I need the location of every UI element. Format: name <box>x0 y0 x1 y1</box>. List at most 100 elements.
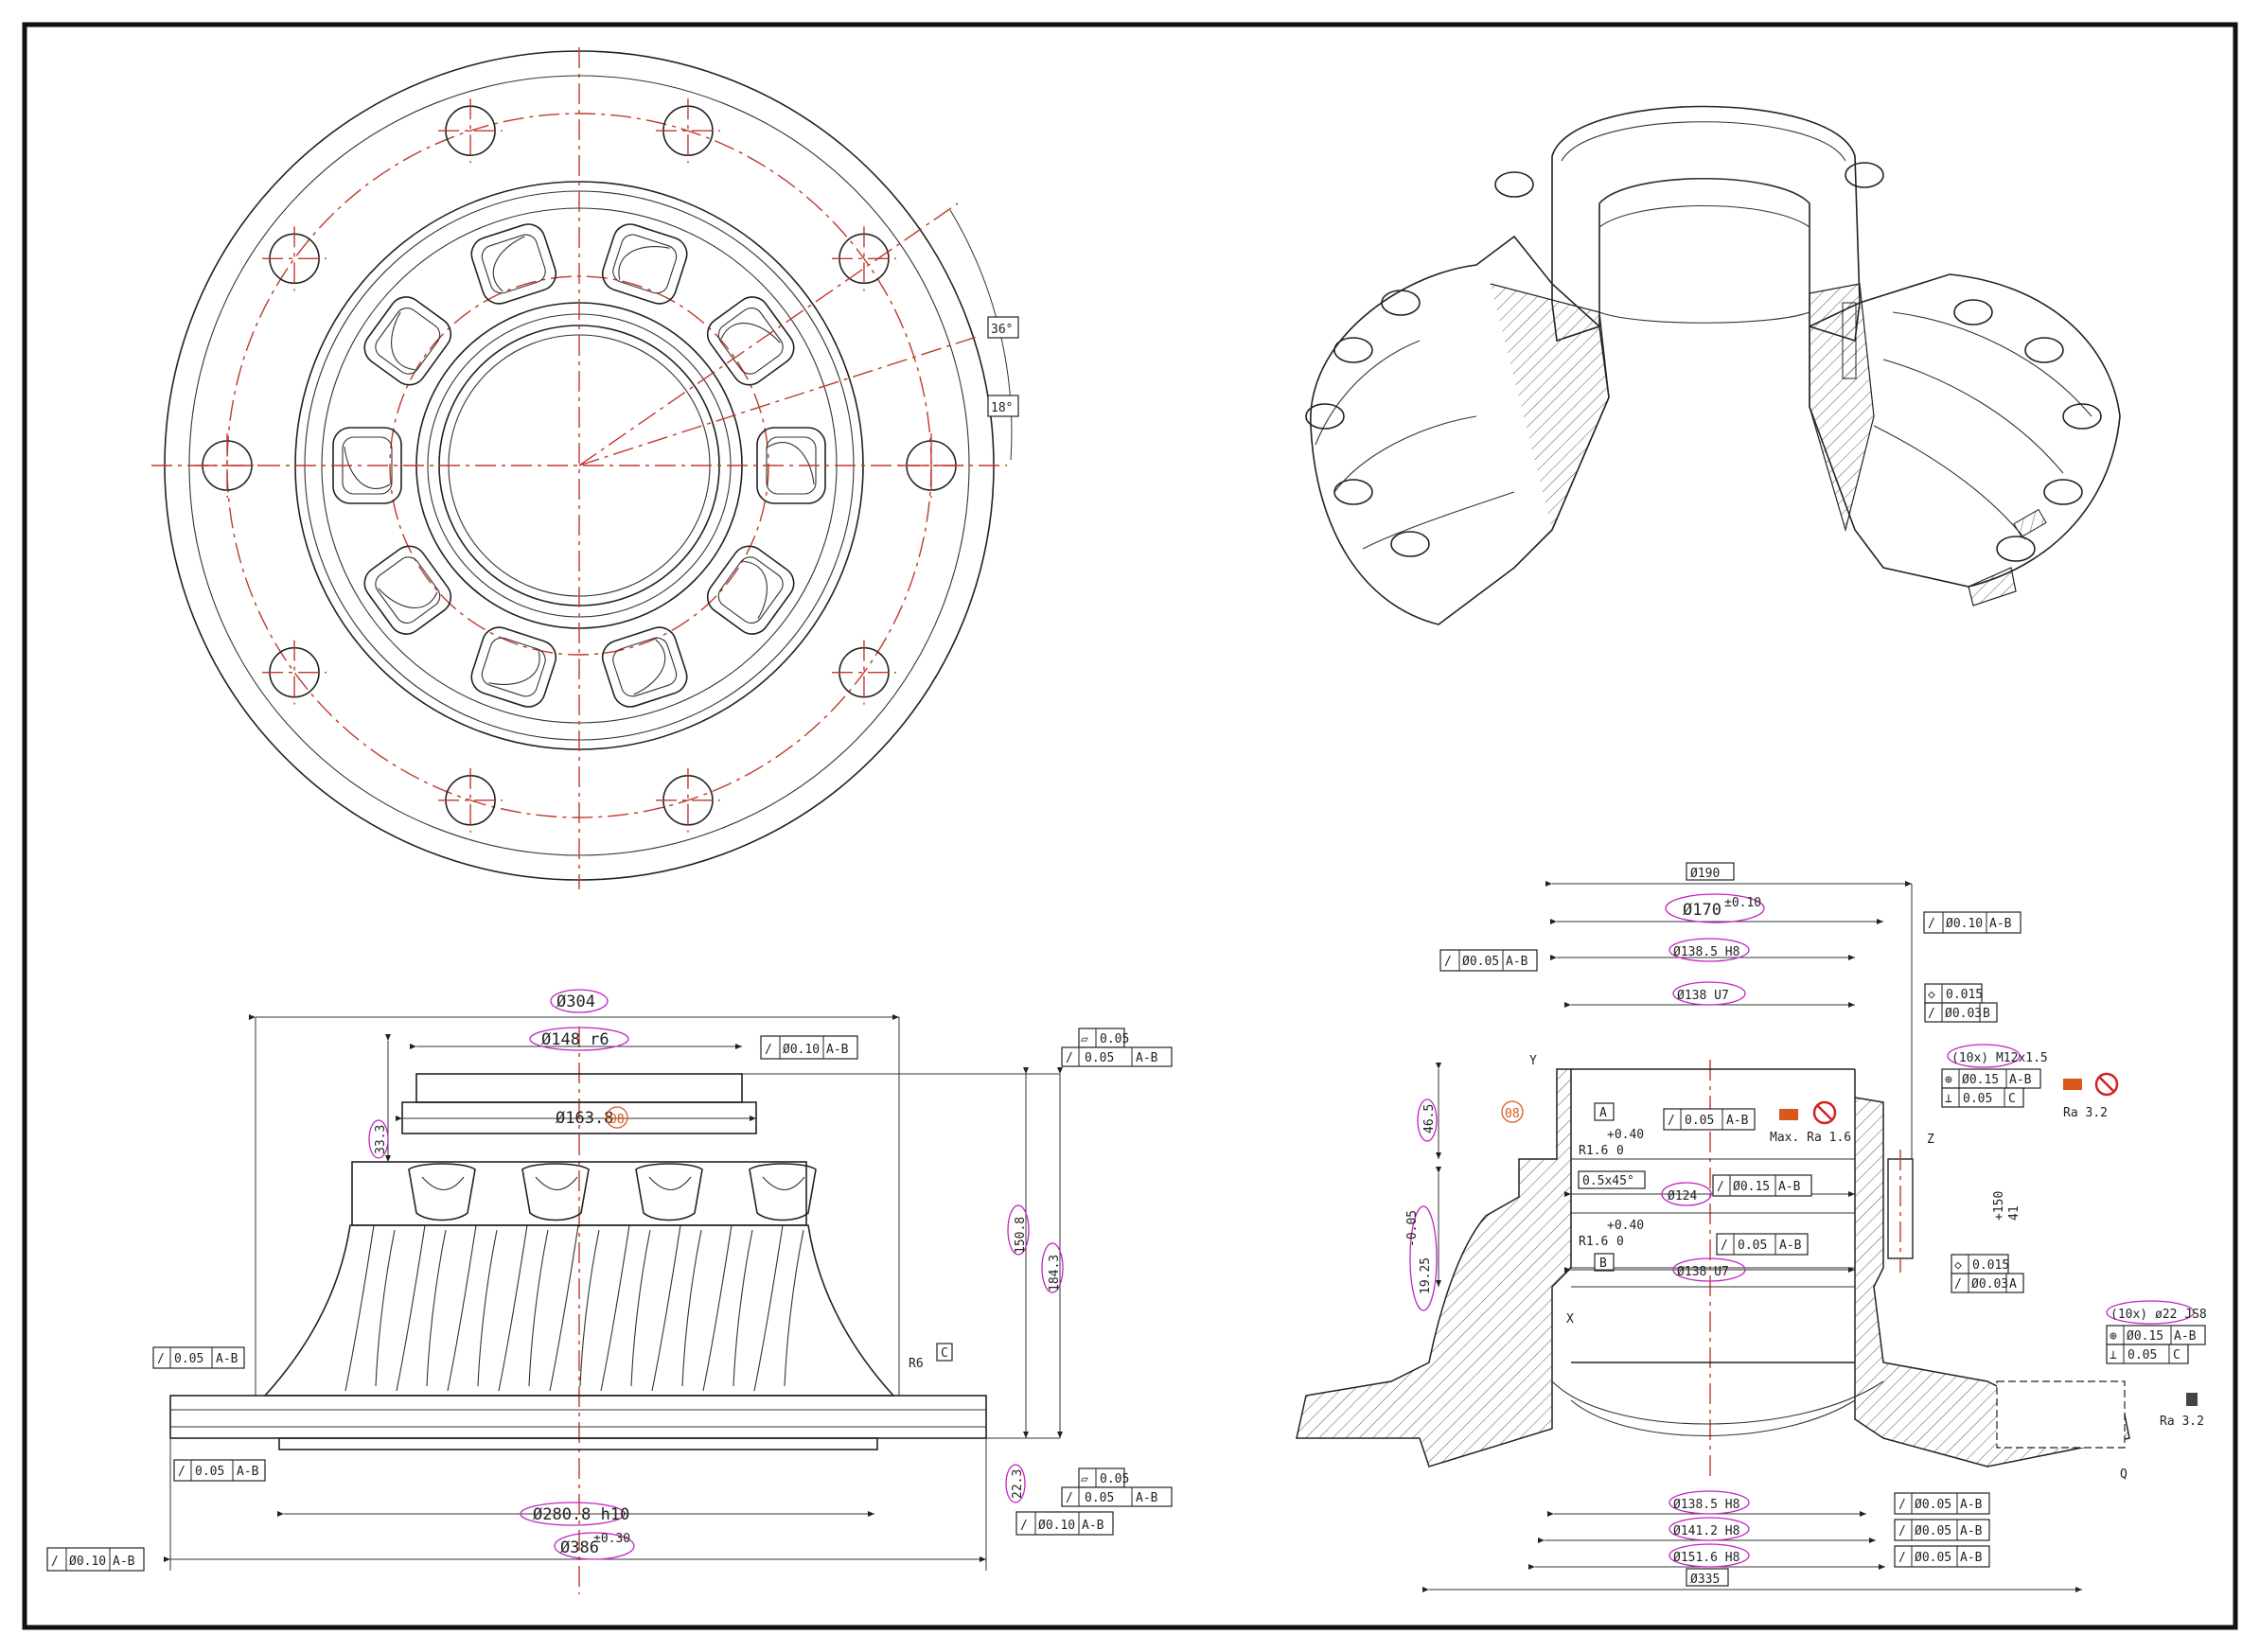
svg-text:0.05: 0.05 <box>1738 1239 1767 1253</box>
svg-text:/: / <box>157 1352 165 1366</box>
window-pocket <box>363 545 452 635</box>
radius-r6: R6 <box>909 1357 924 1371</box>
dim-h1925: 19.25 <box>1419 1257 1433 1294</box>
svg-text:Ø0.05: Ø0.05 <box>1915 1551 1951 1565</box>
dim-b335: Ø335 <box>1690 1573 1720 1587</box>
svg-text:⊥: ⊥ <box>2110 1348 2117 1362</box>
svg-text:Ø0.05: Ø0.05 <box>1462 955 1499 969</box>
svg-text:B: B <box>1983 1007 1990 1021</box>
svg-text:/: / <box>1898 1551 1906 1565</box>
window-pocket <box>363 296 452 386</box>
svg-text:Ø0.10: Ø0.10 <box>1946 917 1983 931</box>
svg-text:A-B: A-B <box>1082 1519 1104 1533</box>
svg-text:0.05: 0.05 <box>1685 1114 1714 1128</box>
top-journal <box>415 1073 743 1103</box>
svg-text:A-B: A-B <box>826 1043 849 1057</box>
iso-bolt-hole <box>2024 337 2064 363</box>
fcf-top: / Ø0.10 A-B <box>760 1035 858 1060</box>
svg-text:/: / <box>1928 1007 1935 1021</box>
dim-d163: Ø163.8 <box>556 1109 613 1128</box>
svg-text:◇: ◇ <box>1954 1258 1962 1273</box>
svg-text:A-B: A-B <box>237 1465 259 1479</box>
fcf-run2: / Ø0.03 A <box>1951 1273 2024 1293</box>
svg-text:Ø0.03: Ø0.03 <box>1971 1277 2008 1292</box>
svg-text:A-B: A-B <box>2009 1073 2032 1087</box>
ra32-top: Ra 3.2 <box>2063 1106 2108 1120</box>
svg-text:0.05: 0.05 <box>2128 1348 2157 1362</box>
iso-bolt-hole <box>1333 337 1373 363</box>
fcf-b3: / Ø0.05 A-B <box>1894 1545 1990 1568</box>
tol-0-a: 0 <box>1616 1144 1624 1158</box>
window-pocket <box>706 296 795 386</box>
svg-text:Ø0.15: Ø0.15 <box>1962 1073 1999 1087</box>
front-window <box>408 1163 476 1221</box>
svg-text:Ø0.10: Ø0.10 <box>1038 1519 1075 1533</box>
datum-a: A <box>1599 1106 1607 1120</box>
tol-0-b: 0 <box>1616 1235 1624 1249</box>
rib-line <box>753 1224 784 1392</box>
fcf-pos-thread: ⊕ Ø0.15 A-B <box>1941 1068 2041 1089</box>
sheet-border <box>22 22 2238 1630</box>
svg-text:A-B: A-B <box>1960 1524 1983 1538</box>
iso-bolt-hole <box>2062 403 2102 430</box>
svg-text:Ø0.05: Ø0.05 <box>1915 1498 1951 1512</box>
svg-text:0.015: 0.015 <box>1946 988 1983 1002</box>
svg-text:A-B: A-B <box>113 1555 135 1569</box>
svg-text:18°: 18° <box>991 401 1013 415</box>
dim-h184: 184.3 <box>1048 1255 1062 1292</box>
fcf-cyl2: ◇ 0.015 <box>1951 1254 2009 1274</box>
tol-040-b: +0.40 <box>1607 1219 1644 1233</box>
iso-bolt-hole <box>2043 479 2083 505</box>
svg-text:Ø0.10: Ø0.10 <box>69 1555 106 1569</box>
dim-d138-b: Ø138 U7 <box>1677 1265 1729 1279</box>
datum-c-box <box>936 1343 953 1362</box>
thread-spec: (10x) M12x1.5 <box>1951 1051 2048 1065</box>
dim-h465: 46.5 <box>1422 1104 1437 1134</box>
svg-text:/: / <box>1066 1491 1073 1505</box>
svg-text:/: / <box>1898 1524 1906 1538</box>
tol-040-a: +0.40 <box>1607 1128 1644 1142</box>
dim-d280: Ø280.8 h10 <box>533 1505 629 1524</box>
fcf-124: / Ø0.15 A-B <box>1712 1174 1812 1197</box>
rib-line <box>498 1224 528 1392</box>
dim-d170: Ø170 <box>1683 901 1721 920</box>
prohibition-icon <box>2094 1072 2119 1097</box>
chamfer-note: 0.5x45° <box>1582 1174 1634 1188</box>
svg-text:Ø0.05: Ø0.05 <box>1915 1524 1951 1538</box>
angle-36-label: 36° <box>987 316 1019 339</box>
inspection-tag-08: 08 <box>609 1113 625 1127</box>
svg-text:0.05: 0.05 <box>174 1352 203 1366</box>
svg-text:/: / <box>1066 1051 1073 1065</box>
rib-line <box>447 1224 477 1392</box>
fcf-cyl1: ◇ 0.015 <box>1924 983 1983 1004</box>
iso-bolt-hole <box>1494 171 1534 198</box>
dim-d1385: Ø138.5 H8 <box>1673 945 1739 959</box>
dim-h1925-tol: -0.05 <box>1405 1210 1420 1247</box>
svg-text:/: / <box>765 1043 772 1057</box>
svg-text:◇: ◇ <box>1928 988 1935 1002</box>
conical-body <box>263 1224 895 1397</box>
dim-d124: Ø124 <box>1668 1189 1697 1204</box>
iso-bolt-hole <box>1390 531 1430 557</box>
svg-text:A: A <box>2009 1277 2017 1292</box>
angle-18-label: 18° <box>987 395 1019 417</box>
dim-h22: 22.3 <box>1011 1469 1025 1499</box>
svg-text:C: C <box>2008 1092 2016 1106</box>
iso-bolt-hole <box>1996 536 2036 562</box>
radius-r16-a: R1.6 <box>1579 1144 1608 1158</box>
label-z: Z <box>1927 1133 1934 1147</box>
svg-text:/: / <box>1898 1498 1906 1512</box>
fcf-runout-bottom: / 0.05 A-B <box>1061 1486 1173 1507</box>
dim-b1516: Ø151.6 H8 <box>1673 1551 1739 1565</box>
section-left-wall <box>1296 1068 1572 1467</box>
rib-line <box>549 1224 579 1392</box>
label-y: Y <box>1529 1054 1537 1068</box>
fcf-run1: / Ø0.03 B <box>1924 1002 1998 1023</box>
svg-text:0.05: 0.05 <box>1963 1092 1992 1106</box>
svg-text:36°: 36° <box>991 323 1013 337</box>
svg-text:0.015: 0.015 <box>1972 1258 2009 1273</box>
svg-text:▱: ▱ <box>1081 1472 1088 1486</box>
window-pocket <box>601 626 688 708</box>
fcf-runout-top: / 0.05 A-B <box>1061 1046 1173 1067</box>
